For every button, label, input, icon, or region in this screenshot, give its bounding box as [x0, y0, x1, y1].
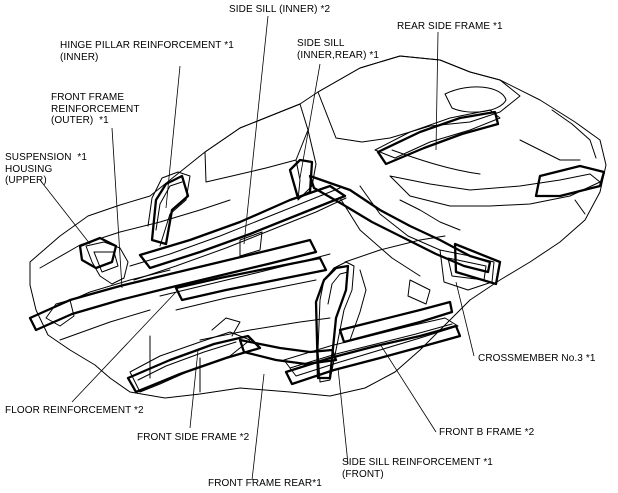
label-front-side-frame: FRONT SIDE FRAME *2 [137, 432, 250, 443]
label-side-sill-inner-rear: SIDE SILL (INNER,REAR) *1 [297, 38, 380, 61]
leader-lines [39, 15, 475, 481]
label-front-frame-reinforcement: FRONT FRAME REINFORCEMENT (OUTER) *1 [51, 92, 140, 126]
label-front-frame-rear: FRONT FRAME REAR*1 [208, 478, 322, 489]
label-side-sill-inner: SIDE SILL (INNER) *2 [229, 4, 331, 15]
label-floor-reinforcement: FLOOR REINFORCEMENT *2 [5, 405, 144, 416]
label-crossmember-no3: CROSSMEMBER No.3 *1 [478, 353, 596, 364]
label-hinge-pillar-reinforcement: HINGE PILLAR REINFORCEMENT *1 (INNER) [60, 40, 234, 63]
label-front-b-frame: FRONT B FRAME *2 [439, 427, 535, 438]
label-suspension-housing: SUSPENSION *1 HOUSING (UPPER) [5, 152, 87, 186]
label-rear-side-frame: REAR SIDE FRAME *1 [397, 21, 503, 32]
highlighted-reinforcements [28, 110, 606, 394]
label-side-sill-reinforcement-front: SIDE SILL REINFORCEMENT *1 (FRONT) [342, 457, 493, 480]
